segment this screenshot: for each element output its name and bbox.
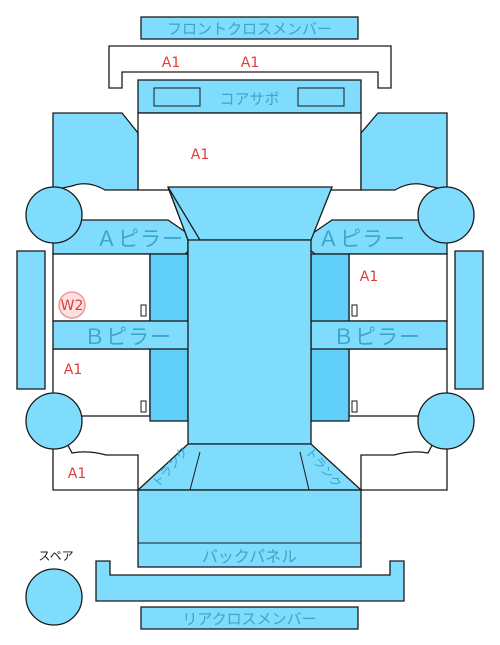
right-rear-quarter[interactable] <box>360 415 448 491</box>
headlight-right <box>297 87 345 107</box>
mark-left-rear-quarter: A1 <box>68 466 86 482</box>
mark-right-front-door: A1 <box>360 269 378 285</box>
right-front-door-handle <box>351 304 358 317</box>
wheel-front-left[interactable] <box>25 186 83 244</box>
right-rear-door-handle <box>351 400 358 413</box>
rear-cross-member[interactable]: リアクロスメンバー <box>140 606 359 630</box>
mark-left-front-door-group: W2 <box>58 291 86 319</box>
headlight-left <box>153 87 201 107</box>
b-pillar-right-label: Ｂピラー <box>333 325 421 349</box>
left-rear-quarter[interactable] <box>52 415 139 491</box>
left-front-door-handle <box>140 304 147 317</box>
front-cross-member-label: フロントクロスメンバー <box>167 20 332 38</box>
mark-front-left: A1 <box>162 55 180 71</box>
wheel-rear-left[interactable] <box>25 392 83 450</box>
back-panel-label: バックパネル <box>202 547 297 566</box>
core-support[interactable]: コアサポ <box>137 79 362 114</box>
b-pillar-right[interactable]: Ｂピラー <box>310 320 448 350</box>
mark-front-right: A1 <box>241 55 259 71</box>
b-pillar-left-label: Ｂピラー <box>84 325 172 349</box>
hood[interactable] <box>137 112 362 191</box>
right-step[interactable] <box>454 250 484 390</box>
back-panel[interactable]: バックパネル <box>137 489 362 568</box>
core-support-label: コアサポ <box>219 90 279 108</box>
mark-left-rear-door: A1 <box>64 362 82 378</box>
a-pillar-right-label: Ａピラー <box>318 227 406 251</box>
mark-hood: A1 <box>191 147 209 163</box>
mark-left-front-door: W2 <box>61 298 84 314</box>
wheel-rear-right[interactable] <box>417 392 475 450</box>
rear-cross-member-label: リアクロスメンバー <box>182 610 316 628</box>
rear-bumper[interactable] <box>95 560 405 602</box>
spare-tire[interactable]: スペア <box>25 549 83 626</box>
wheel-front-right[interactable] <box>417 186 475 244</box>
roof[interactable] <box>136 186 363 491</box>
front-cross-member[interactable]: フロントクロスメンバー <box>140 16 359 40</box>
left-front-fender[interactable] <box>52 112 139 191</box>
left-step[interactable] <box>16 250 46 390</box>
b-pillar-left[interactable]: Ｂピラー <box>52 320 190 350</box>
left-rear-door-handle <box>140 400 147 413</box>
spare-label: スペア <box>38 549 73 563</box>
front-bumper[interactable] <box>108 45 392 89</box>
a-pillar-right[interactable]: Ａピラー <box>298 219 448 255</box>
right-front-fender[interactable] <box>360 112 448 191</box>
a-pillar-left-label: Ａピラー <box>96 227 184 251</box>
roof-panel[interactable] <box>187 239 312 445</box>
right-front-door[interactable] <box>348 253 448 322</box>
